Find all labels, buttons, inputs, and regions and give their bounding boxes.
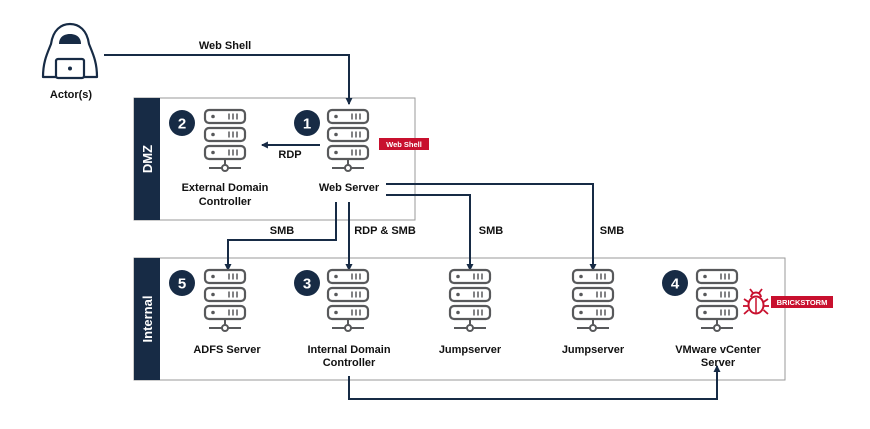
step-number: 5 bbox=[178, 276, 186, 293]
server-label-line-1: Jumpserver bbox=[439, 344, 502, 356]
actor-hacker-icon bbox=[41, 22, 99, 80]
step-badge bbox=[169, 110, 195, 136]
web-shell-flow bbox=[104, 54, 353, 106]
server-label-line-1: Web Server bbox=[319, 182, 380, 194]
smb-jump1-flow bbox=[386, 194, 474, 272]
step-number: 4 bbox=[671, 276, 680, 293]
server-label-line-1: External Domain bbox=[182, 182, 269, 194]
step-badge bbox=[662, 270, 688, 296]
external-domain-controller-node: 2 External Domain Controller bbox=[169, 108, 269, 208]
step-number: 3 bbox=[303, 276, 311, 293]
brickstorm-tag bbox=[771, 296, 833, 308]
bug-icon bbox=[743, 288, 769, 315]
brickstorm-tag-label: BRICKSTORM bbox=[777, 298, 828, 307]
adfs-server-node: 5 ADFS Server bbox=[169, 268, 261, 356]
internal-domain-controller-node: 3 Internal Domain Controller bbox=[294, 268, 391, 369]
web-server-node: 1 Web Shell Web Server bbox=[294, 108, 429, 194]
smb-adfs-connection-label: SMB bbox=[270, 225, 295, 237]
dc-to-vcenter-flow bbox=[348, 364, 721, 400]
internal-zone-label: Internal bbox=[140, 296, 155, 343]
internal-zone-tab bbox=[134, 258, 160, 380]
dmz-zone-label: DMZ bbox=[140, 145, 155, 173]
vcenter-server-node: 4 BRICKSTORM VMware vCenter Server bbox=[662, 268, 833, 369]
web-shell-tag bbox=[379, 138, 429, 150]
step-badge bbox=[294, 110, 320, 136]
step-number: 1 bbox=[303, 116, 311, 133]
flow-lines bbox=[104, 54, 721, 400]
smb-jump2-connection-label: SMB bbox=[600, 225, 625, 237]
server-label-line-2: Controller bbox=[199, 196, 252, 208]
dmz-zone-tab bbox=[134, 98, 160, 220]
smb-adfs-flow bbox=[224, 202, 337, 272]
step-badge bbox=[169, 270, 195, 296]
server-label-line-1: ADFS Server bbox=[193, 344, 261, 356]
web-shell-tag-label: Web Shell bbox=[386, 140, 422, 149]
server-label-line-1: VMware vCenter bbox=[675, 344, 761, 356]
step-badge bbox=[294, 270, 320, 296]
server-label-line-1: Internal Domain bbox=[307, 344, 390, 356]
jumpserver-2-node: Jumpserver bbox=[562, 268, 625, 356]
server-label-line-2: Server bbox=[701, 357, 736, 369]
step-number: 2 bbox=[178, 116, 186, 133]
web-shell-connection-label: Web Shell bbox=[199, 40, 251, 52]
smb-jump1-connection-label: SMB bbox=[479, 225, 504, 237]
rdp-smb-connection-label: RDP & SMB bbox=[354, 225, 416, 237]
smb-jump2-flow bbox=[386, 183, 597, 272]
rdp-connection-label: RDP bbox=[278, 149, 301, 161]
server-label-line-1: Jumpserver bbox=[562, 344, 625, 356]
server-label-line-2: Controller bbox=[323, 357, 376, 369]
actor-label: Actor(s) bbox=[50, 89, 93, 101]
jumpserver-1-node: Jumpserver bbox=[439, 268, 502, 356]
